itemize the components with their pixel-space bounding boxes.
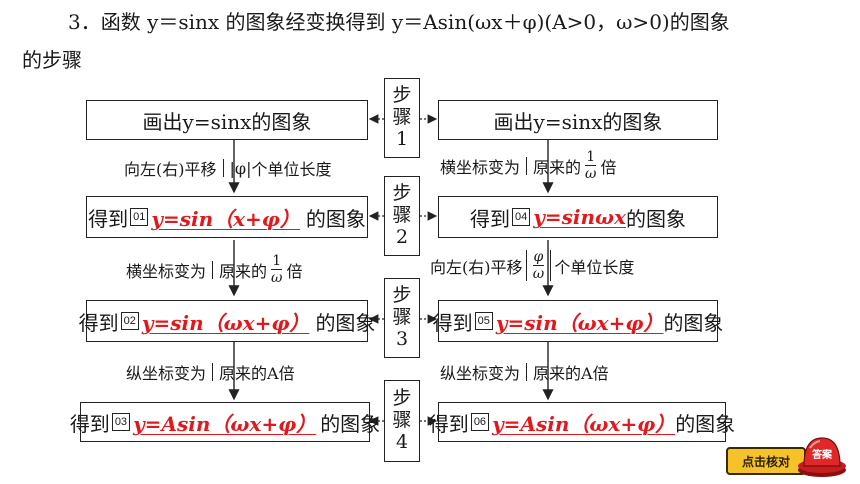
transform-text: 倍: [286, 261, 303, 281]
box-suffix: 的图象: [320, 411, 381, 436]
left-box-1: 画出y=sinx的图象: [86, 100, 368, 140]
answer-formula: y=Asin（ωx+φ）: [133, 411, 317, 436]
box-suffix: 的图象: [315, 310, 376, 335]
step-char: 骤: [392, 306, 412, 329]
step-box-2: 步 骤 2: [384, 176, 420, 256]
step-char: 步: [392, 84, 412, 107]
heading-line1: 3．函数 y＝sinx 的图象经变换得到 y＝Asin(ωx＋φ)(A>0，ω>…: [68, 10, 730, 34]
step-char: 步: [392, 387, 412, 410]
box-prefix: 得到: [428, 411, 469, 436]
box-suffix: 的图象: [305, 206, 366, 231]
separator: [212, 260, 214, 279]
bell-label: 答案: [811, 448, 833, 461]
box-prefix: 得到: [69, 411, 110, 436]
step-box-1: 步 骤 1: [384, 78, 420, 158]
right-box-2: 得到 04 y=sinωx 的图象: [438, 196, 718, 238]
step-number: 3: [395, 327, 409, 350]
left-transform-3: 纵坐标变为 原来的A倍: [126, 360, 295, 384]
fraction-denominator: ω: [271, 270, 283, 286]
left-box-2: 得到 01 y=sin（x+φ） 的图象: [86, 196, 368, 238]
transform-abs-phi: |φ|: [229, 158, 252, 178]
transform-text: 向左(右)平移: [430, 257, 523, 277]
blank-number: 05: [474, 312, 493, 330]
step-number: 4: [395, 430, 409, 453]
transform-text: 横坐标变为: [126, 261, 207, 281]
answer-bell-icon[interactable]: 答案: [794, 432, 850, 478]
blank-number: 02: [120, 312, 139, 330]
transform-text: 原来的: [219, 261, 268, 281]
step-char: 步: [392, 284, 412, 307]
left-box-3: 得到 02 y=sin（ωx+φ） 的图象: [79, 300, 375, 342]
transform-text: 原来的: [533, 157, 582, 177]
left-transform-1: 向左(右)平移 |φ| 个单位长度: [124, 156, 332, 180]
fraction-numerator: 1: [585, 149, 597, 166]
step-char: 骤: [392, 204, 412, 227]
blank-number: 03: [111, 413, 131, 431]
transform-text: 横坐标变为: [440, 157, 521, 177]
right-box-3: 得到 05 y=sin（ωx+φ） 的图象: [433, 300, 723, 342]
separator: [212, 363, 214, 381]
left-transform-2: 横坐标变为 原来的 1 ω 倍: [126, 254, 302, 285]
fraction-numerator: 1: [271, 253, 283, 270]
answer-formula: y=sin（ωx+φ）: [141, 310, 310, 335]
transform-text: 向左(右)平移: [124, 160, 217, 179]
transform-text: 倍: [600, 157, 617, 177]
transform-text: 原来的A倍: [219, 364, 295, 383]
fraction-numerator: φ: [532, 249, 545, 266]
separator: [526, 363, 528, 381]
step-char: 骤: [392, 409, 412, 432]
right-transform-1: 横坐标变为 原来的 1 ω 倍: [440, 150, 616, 181]
fraction-denominator: ω: [585, 166, 597, 182]
blank-number: 01: [130, 208, 149, 226]
right-transform-2: 向左(右)平移 φ ω 个单位长度: [430, 250, 634, 281]
answer-formula: y=sinωx: [533, 205, 626, 229]
left-box-4: 得到 03 y=Asin（ωx+φ） 的图象: [70, 402, 380, 442]
answer-formula: y=sin（ωx+φ）: [495, 310, 664, 335]
step-char: 步: [392, 182, 412, 205]
transform-text: 原来的A倍: [533, 364, 609, 383]
step-char: 骤: [392, 106, 412, 129]
step-number: 2: [395, 225, 409, 248]
blank-number: 04: [512, 208, 531, 226]
step-box-4: 步 骤 4: [384, 380, 420, 462]
transform-text: 个单位长度: [251, 160, 332, 179]
separator: [222, 159, 224, 177]
box-prefix: 得到: [78, 310, 119, 335]
fraction: 1 ω: [271, 254, 282, 285]
box-suffix: 的图象: [663, 310, 724, 335]
fraction: 1 ω: [585, 150, 596, 181]
box-suffix: 的图象: [675, 411, 736, 436]
transform-text: 个单位长度: [554, 257, 635, 277]
abs-fraction: φ ω: [525, 249, 552, 282]
box-prefix: 得到: [88, 206, 129, 231]
transform-text: 纵坐标变为: [126, 364, 207, 383]
blank-number: 06: [470, 413, 490, 431]
box-prefix: 得到: [470, 206, 510, 231]
fraction-denominator: ω: [532, 266, 545, 282]
separator: [526, 156, 528, 175]
step-box-3: 步 骤 3: [384, 278, 420, 358]
right-box-1: 画出y=sinx的图象: [438, 100, 718, 140]
heading-line2: 的步骤: [22, 48, 82, 72]
transform-text: 纵坐标变为: [440, 364, 521, 383]
answer-formula: y=Asin（ωx+φ）: [492, 411, 676, 436]
box-suffix: 的图象: [626, 206, 686, 231]
answer-formula: y=sin（x+φ）: [151, 206, 300, 231]
box-prefix: 得到: [432, 310, 473, 335]
fraction: φ ω: [532, 249, 545, 282]
right-box-4: 得到 06 y=Asin（ωx+φ） 的图象: [429, 402, 735, 442]
step-number: 1: [395, 127, 409, 150]
right-transform-3: 纵坐标变为 原来的A倍: [440, 360, 609, 384]
